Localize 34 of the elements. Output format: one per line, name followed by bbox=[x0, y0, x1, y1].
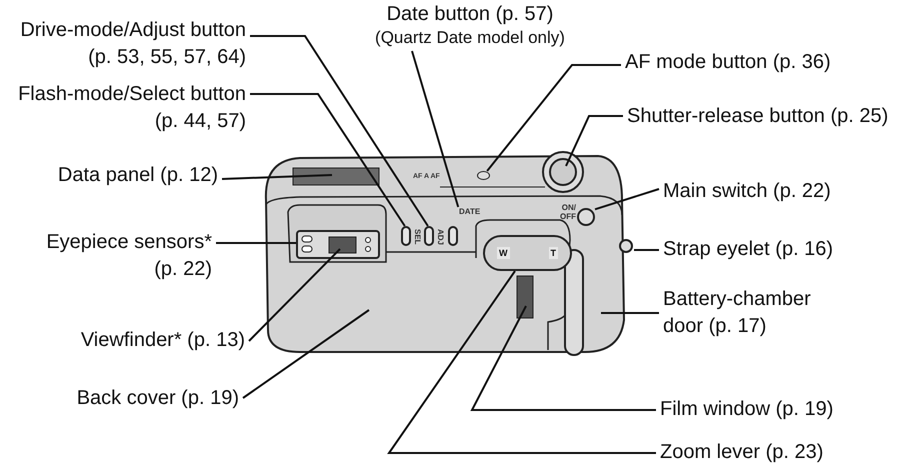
callout-label: Strap eyelet (p. 16) bbox=[663, 237, 834, 262]
callout-label: Main switch (p. 22) bbox=[663, 179, 832, 204]
lever-marking: T bbox=[548, 247, 558, 259]
leader-line bbox=[242, 309, 370, 399]
callout-label: Data panel (p. 12) bbox=[56, 163, 218, 188]
callout-label: Drive-mode/Adjust button (p. 53, 55, 57, 64) bbox=[19, 18, 246, 70]
leader-line bbox=[250, 93, 406, 227]
button-marking: ADJ bbox=[436, 229, 445, 246]
callout-note: (Quartz Date model only) bbox=[374, 28, 566, 48]
lever-marking: W bbox=[497, 247, 510, 259]
leader-line bbox=[634, 249, 659, 251]
leader-line bbox=[594, 188, 660, 210]
callout-label: Film window (p. 19) bbox=[660, 397, 834, 422]
leader-line bbox=[601, 312, 659, 314]
leader-line bbox=[216, 242, 296, 244]
callout-label: Eyepiece sensors* (p. 22) bbox=[45, 230, 212, 282]
leader-line bbox=[565, 115, 623, 166]
callout-label: Viewfinder* (p. 13) bbox=[80, 328, 245, 353]
leader-line bbox=[486, 64, 621, 172]
leader-line bbox=[222, 174, 332, 180]
zoom-lever bbox=[483, 235, 572, 271]
leader-line bbox=[470, 306, 656, 411]
leader-line bbox=[411, 50, 460, 208]
leader-line bbox=[248, 248, 341, 342]
callout-label: Shutter-release button (p. 25) bbox=[627, 104, 890, 129]
callout-label: Back cover (p. 19) bbox=[76, 386, 239, 411]
callout-label: Zoom lever (p. 23) bbox=[660, 440, 824, 465]
button-marking: SEL bbox=[413, 229, 422, 245]
callout-label: AF mode button (p. 36) bbox=[625, 50, 832, 75]
button-marking: DATE bbox=[459, 207, 480, 216]
callout-label: Battery-chamber door (p. 17) bbox=[663, 287, 812, 339]
switch-marking: ON/ OFF bbox=[559, 203, 576, 221]
callout-label: Date button (p. 57) bbox=[386, 2, 554, 27]
callout-label: Flash-mode/Select button (p. 44, 57) bbox=[17, 82, 246, 134]
